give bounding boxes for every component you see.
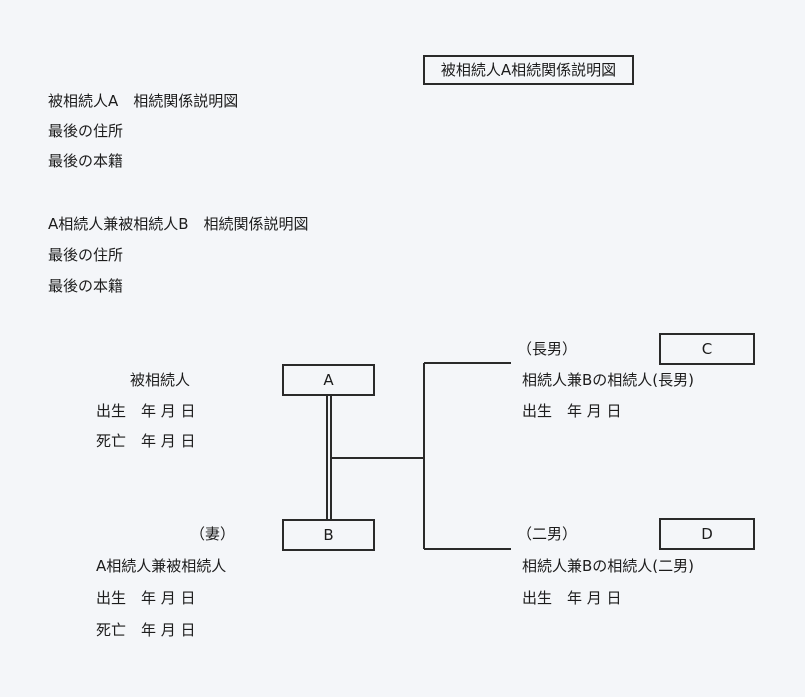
section-b-domicile: 最後の本籍 bbox=[48, 277, 124, 295]
person-c-role: 相続人兼Bの相続人(長男) bbox=[522, 371, 694, 389]
section-b-heading: A相続人兼被相続人B 相続関係説明図 bbox=[48, 215, 309, 233]
section-a-address: 最後の住所 bbox=[48, 122, 124, 140]
person-a-birth: 出生 年 月 日 bbox=[96, 402, 196, 420]
section-b-address: 最後の住所 bbox=[48, 246, 124, 264]
person-b-death: 死亡 年 月 日 bbox=[96, 621, 196, 639]
person-d-relation: （二男） bbox=[517, 525, 578, 543]
person-d-birth: 出生 年 月 日 bbox=[522, 589, 622, 607]
person-b-role: A相続人兼被相続人 bbox=[96, 557, 227, 575]
person-c-relation: （長男） bbox=[517, 340, 578, 358]
person-c-box: C bbox=[659, 333, 755, 365]
person-c-birth: 出生 年 月 日 bbox=[522, 402, 622, 420]
person-d-label: D bbox=[701, 525, 713, 543]
person-a-label: A bbox=[323, 371, 334, 389]
title-box: 被相続人A相続関係説明図 bbox=[423, 55, 634, 85]
title-text: 被相続人A相続関係説明図 bbox=[440, 61, 617, 79]
person-b-relation: （妻） bbox=[190, 525, 236, 543]
person-d-role: 相続人兼Bの相続人(二男) bbox=[522, 557, 694, 575]
person-d-box: D bbox=[659, 518, 755, 550]
person-a-box: A bbox=[282, 364, 375, 396]
section-a-heading: 被相続人A 相続関係説明図 bbox=[48, 92, 239, 110]
person-a-role: 被相続人 bbox=[130, 371, 191, 389]
section-a-domicile: 最後の本籍 bbox=[48, 152, 124, 170]
person-a-death: 死亡 年 月 日 bbox=[96, 432, 196, 450]
person-b-birth: 出生 年 月 日 bbox=[96, 589, 196, 607]
person-c-label: C bbox=[701, 340, 713, 358]
person-b-box: B bbox=[282, 519, 375, 551]
person-b-label: B bbox=[323, 526, 334, 544]
